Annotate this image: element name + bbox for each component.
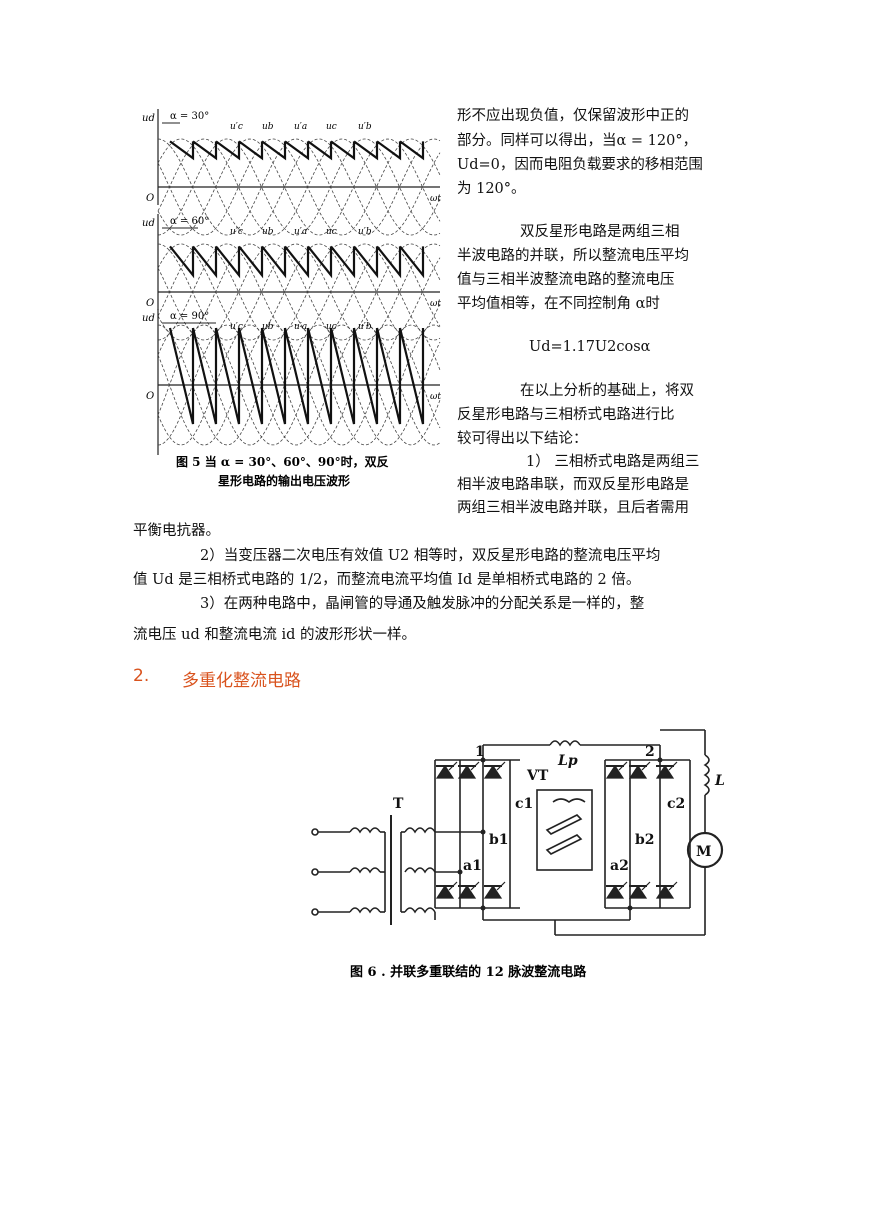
origin-label: O <box>146 391 154 402</box>
text-line: 双反星形电路是两组三相 <box>520 224 680 240</box>
thyristor-icon <box>435 881 458 899</box>
figure-5-caption-line2: 星形电路的输出电压波形 <box>218 473 350 488</box>
thyristor-icon <box>457 761 480 779</box>
phase-label: u′a <box>294 322 307 332</box>
text-line: 两组三相半波电路并联，且后者需用 <box>457 500 689 516</box>
thyristor-icon <box>457 881 480 899</box>
text-line: Ud=0，因而电阻负载要求的移相范围 <box>457 157 703 173</box>
phase-label: u′b <box>358 227 372 237</box>
text-line: 2）当变压器二次电压有效值 U2 相等时，双反星形电路的整流电压平均 <box>200 548 661 564</box>
section-number: 2. <box>133 666 150 686</box>
label-b2: b2 <box>635 832 655 848</box>
label-T: T <box>393 796 404 812</box>
label-M: M <box>696 844 712 860</box>
text-line: 平衡电抗器。 <box>133 523 220 539</box>
figure-5-caption-line1: 图 5 当 α = 30°、60°、90°时，双反 <box>176 454 389 469</box>
alpha-label: α = 30° <box>170 111 209 122</box>
text-line: 流电压 ud 和整流电流 id 的波形形状一样。 <box>133 627 416 643</box>
formula: Ud=1.17U2cosα <box>529 339 651 355</box>
label-node2: 2 <box>645 744 655 760</box>
phase-label: ub <box>262 227 274 237</box>
thyristor-icon <box>655 881 678 899</box>
phase-label: u′b <box>358 322 372 332</box>
thyristor-icon <box>655 761 678 779</box>
label-c1: c1 <box>515 796 533 812</box>
label-b1: b1 <box>489 832 509 848</box>
text-line: 形不应出现负值，仅保留波形中正的 <box>457 108 689 124</box>
phase-label: u′c <box>230 322 243 332</box>
terminal-icon <box>311 908 319 916</box>
text-line: 3）在两种电路中，晶闸管的导通及触发脉冲的分配关系是一样的，整 <box>200 596 645 612</box>
label-node1: 1 <box>475 744 485 760</box>
ud-label: ud <box>142 218 155 229</box>
section-title: 多重化整流电路 <box>182 671 301 691</box>
text-line: 值与三相半波整流电路的整流电压 <box>457 272 675 288</box>
thyristor-icon <box>628 761 651 779</box>
figure-6-circuit: T VT 1 2 Lp L M c1 b1 a1 c2 b2 a2 图 6 . … <box>311 729 725 980</box>
label-a1: a1 <box>463 858 482 874</box>
text-line: 半波电路的并联，所以整流电压平均 <box>457 248 689 264</box>
thyristor-icon <box>605 881 628 899</box>
label-L: L <box>714 773 725 789</box>
label-a2: a2 <box>610 858 629 874</box>
text-line: 为 120°。 <box>457 181 526 197</box>
phase-label: u′c <box>230 227 243 237</box>
label-VT: VT <box>526 768 549 784</box>
axis-label: ωt <box>430 392 441 402</box>
phase-label: u′b <box>358 122 372 132</box>
phase-label: uc <box>326 122 337 132</box>
terminal-icon <box>311 868 319 876</box>
alpha-label: α = 60° <box>170 216 209 227</box>
phase-label: ub <box>262 322 274 332</box>
text-line: 值 Ud 是三相桥式电路的 1/2，而整流电流平均值 Id 是单相桥式电路的 2… <box>133 572 641 588</box>
ud-label: ud <box>142 113 155 124</box>
thyristor-icon <box>483 881 506 899</box>
phase-label: uc <box>326 322 337 332</box>
text-line: 相半波电路串联，而双反星形电路是 <box>457 477 689 493</box>
label-c2: c2 <box>667 796 685 812</box>
text-line: 较可得出以下结论： <box>457 431 588 447</box>
thyristor-icon <box>628 881 651 899</box>
label-Lp: Lp <box>557 753 578 769</box>
terminal-icon <box>311 828 319 836</box>
phase-label: u′a <box>294 122 307 132</box>
thyristor-icon <box>483 761 506 779</box>
text-line: 反星形电路与三相桥式电路进行比 <box>457 407 675 423</box>
phase-label: uc <box>326 227 337 237</box>
thyristor-icon <box>605 761 628 779</box>
text-line: 部分。同样可以得出，当α = 120°， <box>457 133 698 149</box>
text-line: 在以上分析的基础上，将双 <box>520 383 694 399</box>
phase-label: u′c <box>230 122 243 132</box>
phase-label: u′a <box>294 227 307 237</box>
text-line: 平均值相等，在不同控制角 α时 <box>457 296 660 312</box>
thyristor-icon <box>435 761 458 779</box>
origin-label: O <box>146 193 154 204</box>
phase-label: ub <box>262 122 274 132</box>
axis-label: ωt <box>430 194 441 204</box>
alpha-label: α = 90° <box>170 311 209 322</box>
axis-label: ωt <box>430 299 441 309</box>
text-line: 1） 三相桥式电路是两组三 <box>526 454 700 470</box>
origin-label: O <box>146 298 154 309</box>
figure-6-caption: 图 6 . 并联多重联结的 12 脉波整流电路 <box>350 964 587 980</box>
ud-label: ud <box>142 313 155 324</box>
